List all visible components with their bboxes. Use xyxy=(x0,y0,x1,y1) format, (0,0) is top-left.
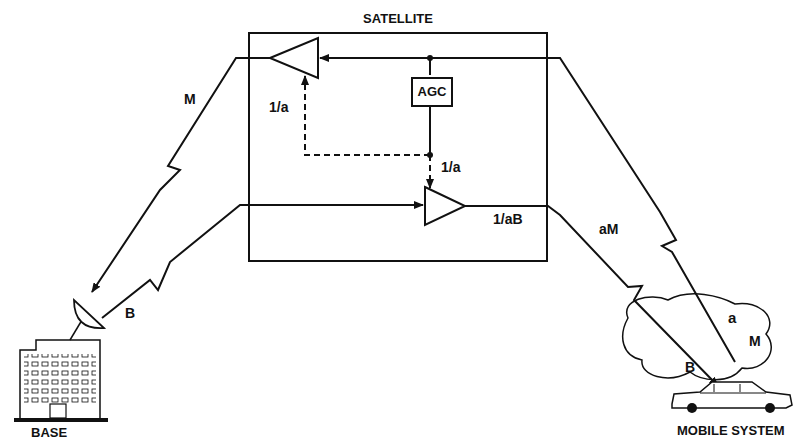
signal-path xyxy=(320,58,735,362)
gain-label: 1/a xyxy=(268,100,289,115)
signal-label: M xyxy=(748,334,762,349)
wire xyxy=(429,58,431,75)
signal-label: B xyxy=(684,360,696,375)
agc-box: AGC xyxy=(411,77,454,107)
satellite-box: SATELLITEAGC xyxy=(248,32,548,262)
node-text: a xyxy=(728,310,736,327)
control-line xyxy=(429,155,431,188)
amplifier-symbol xyxy=(425,187,465,225)
node-text: AGC xyxy=(418,85,447,99)
base-building xyxy=(14,300,108,422)
heading-text: SATELLITE xyxy=(363,12,433,26)
amplifier-symbol xyxy=(270,38,318,78)
cloud-region xyxy=(623,294,772,380)
gain-label: 1/a xyxy=(440,160,461,175)
signal-path xyxy=(465,206,718,386)
place-label: MOBILE SYSTEM xyxy=(676,424,786,438)
signal-label: M xyxy=(183,92,197,107)
place-label: BASE xyxy=(30,426,68,440)
signal-label: B xyxy=(124,306,136,321)
signal-label: aM xyxy=(598,222,619,237)
signal-path xyxy=(92,58,270,292)
car-illustration xyxy=(672,382,792,413)
wire xyxy=(429,105,431,155)
signal-label: 1/aB xyxy=(492,212,524,227)
